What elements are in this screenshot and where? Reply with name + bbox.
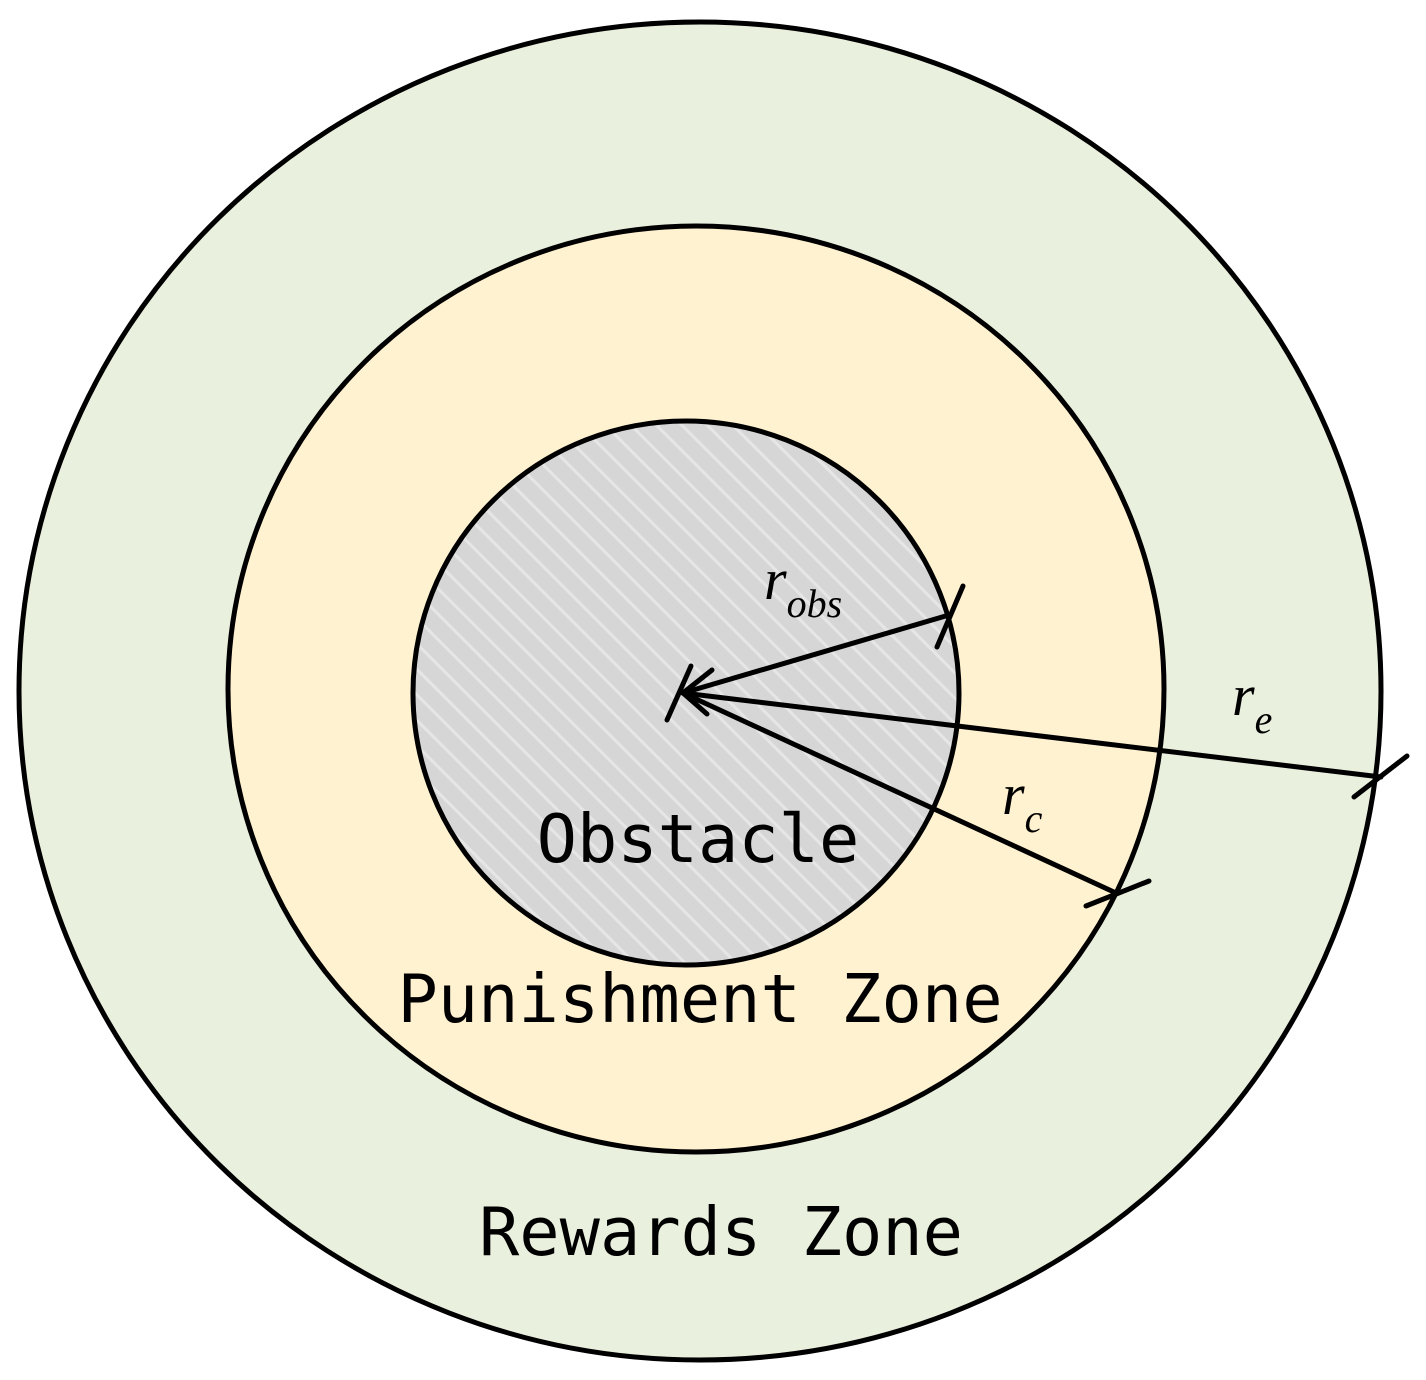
r-c-symbol: r <box>1002 762 1025 827</box>
radius-lines <box>664 583 1410 909</box>
r-c-subscript: c <box>1025 796 1043 841</box>
r-obs-label: robs <box>764 547 842 626</box>
center-arrowhead <box>679 667 715 717</box>
r-c-label: rc <box>1002 762 1043 841</box>
obstacle-label: Obstacle <box>537 800 860 878</box>
r-obs-line <box>680 612 952 696</box>
r-c-tick <box>1083 878 1152 909</box>
r-e-tick <box>1351 753 1410 800</box>
r-e-line <box>680 690 1384 780</box>
r-obs-symbol: r <box>764 547 787 612</box>
r-e-symbol: r <box>1232 663 1255 728</box>
rewards-zone-label: Rewards Zone <box>479 1193 963 1271</box>
r-e-label: re <box>1232 663 1272 742</box>
r-obs-tick <box>934 583 966 650</box>
r-obs-subscript: obs <box>787 581 843 626</box>
r-e-subscript: e <box>1255 697 1273 742</box>
center-tick <box>664 663 694 723</box>
r-c-line <box>680 690 1119 896</box>
punishment-zone-label: Punishment Zone <box>397 960 1002 1038</box>
